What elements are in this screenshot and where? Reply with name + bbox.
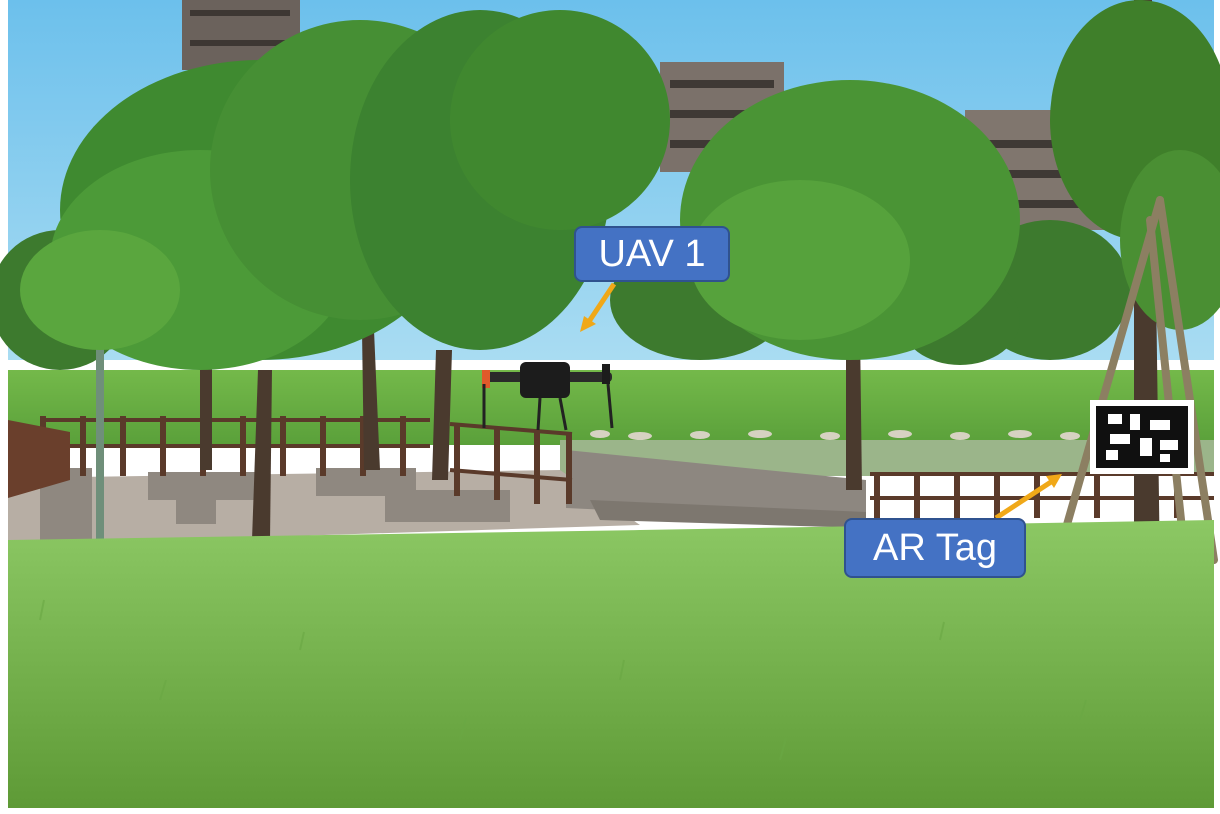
uav-arrow-icon <box>583 282 617 328</box>
grass-texture <box>39 599 1087 761</box>
lamp-post <box>96 340 104 540</box>
tree-canopies <box>20 0 1220 370</box>
uav-drone <box>482 362 614 431</box>
uav-label: UAV 1 <box>574 226 730 282</box>
ar-tag-arrow-icon <box>994 477 1056 521</box>
uav-label-text: UAV 1 <box>598 232 706 275</box>
ar-tag-marker <box>1090 400 1194 474</box>
lawn <box>8 520 1214 808</box>
bench <box>8 420 70 498</box>
ar-tag-label-text: AR Tag <box>873 526 997 569</box>
ar-tag-label: AR Tag <box>844 518 1026 578</box>
rocks <box>590 430 1080 440</box>
